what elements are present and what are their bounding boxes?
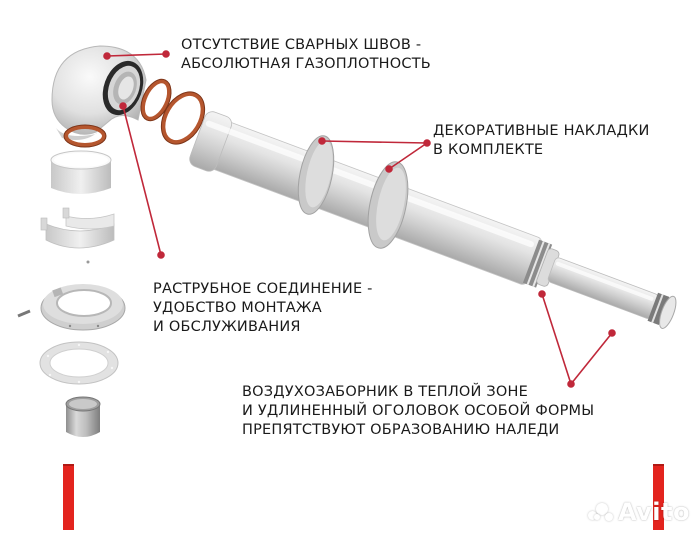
accent-bar-right (653, 464, 664, 530)
watermark-text: Avito (617, 498, 690, 526)
callout-line: АБСОЛЮТНАЯ ГАЗОПЛОТНОСТЬ (181, 56, 431, 72)
coaxial-pipe-icon (189, 111, 677, 329)
callout-line: ДЕКОРАТИВНЫЕ НАКЛАДКИ (433, 123, 650, 139)
callout-decor-covers: ДЕКОРАТИВНЫЕ НАКЛАДКИ В КОМПЛЕКТЕ (433, 122, 650, 160)
callout-line: ОТСУТСТВИЕ СВАРНЫХ ШВОВ - (181, 37, 422, 53)
elbow-90-icon (51, 45, 147, 140)
callout-line: ПРЕПЯТСТВУЮТ ОБРАЗОВАНИЮ НАЛЕДИ (242, 422, 560, 438)
wall-flange-icon (17, 284, 126, 331)
callout-line: РАСТРУБНОЕ СОЕДИНЕНИЕ - (153, 281, 373, 297)
callout-leaders (103, 50, 616, 388)
callout-socket-joint: РАСТРУБНОЕ СОЕДИНЕНИЕ - УДОБСТВО МОНТАЖА… (153, 280, 373, 337)
callout-line: ВОЗДУХОЗАБОРНИК В ТЕПЛОЙ ЗОНЕ (242, 384, 528, 400)
avito-watermark: Avito (587, 498, 690, 526)
avito-logo-icon (587, 501, 616, 523)
metal-sleeve-icon (65, 396, 101, 437)
split-clamp-icon (40, 207, 115, 264)
callout-line: В КОМПЛЕКТЕ (433, 142, 544, 158)
callout-line: И ОБСЛУЖИВАНИЯ (153, 319, 301, 335)
callout-line: И УДЛИНЕННЫЙ ОГОЛОВОК ОСОБОЙ ФОРМЫ (242, 403, 595, 419)
callout-line: УДОБСТВО МОНТАЖА (153, 300, 322, 316)
gasket-ring-icon (39, 341, 119, 385)
callout-no-welds: ОТСУТСТВИЕ СВАРНЫХ ШВОВ - АБСОЛЮТНАЯ ГАЗ… (181, 36, 431, 74)
accent-bar-left (63, 464, 74, 530)
callout-air-intake: ВОЗДУХОЗАБОРНИК В ТЕПЛОЙ ЗОНЕ И УДЛИНЕНН… (242, 383, 594, 440)
sleeve-band-icon (50, 150, 112, 194)
seal-rings-icon (64, 79, 205, 147)
